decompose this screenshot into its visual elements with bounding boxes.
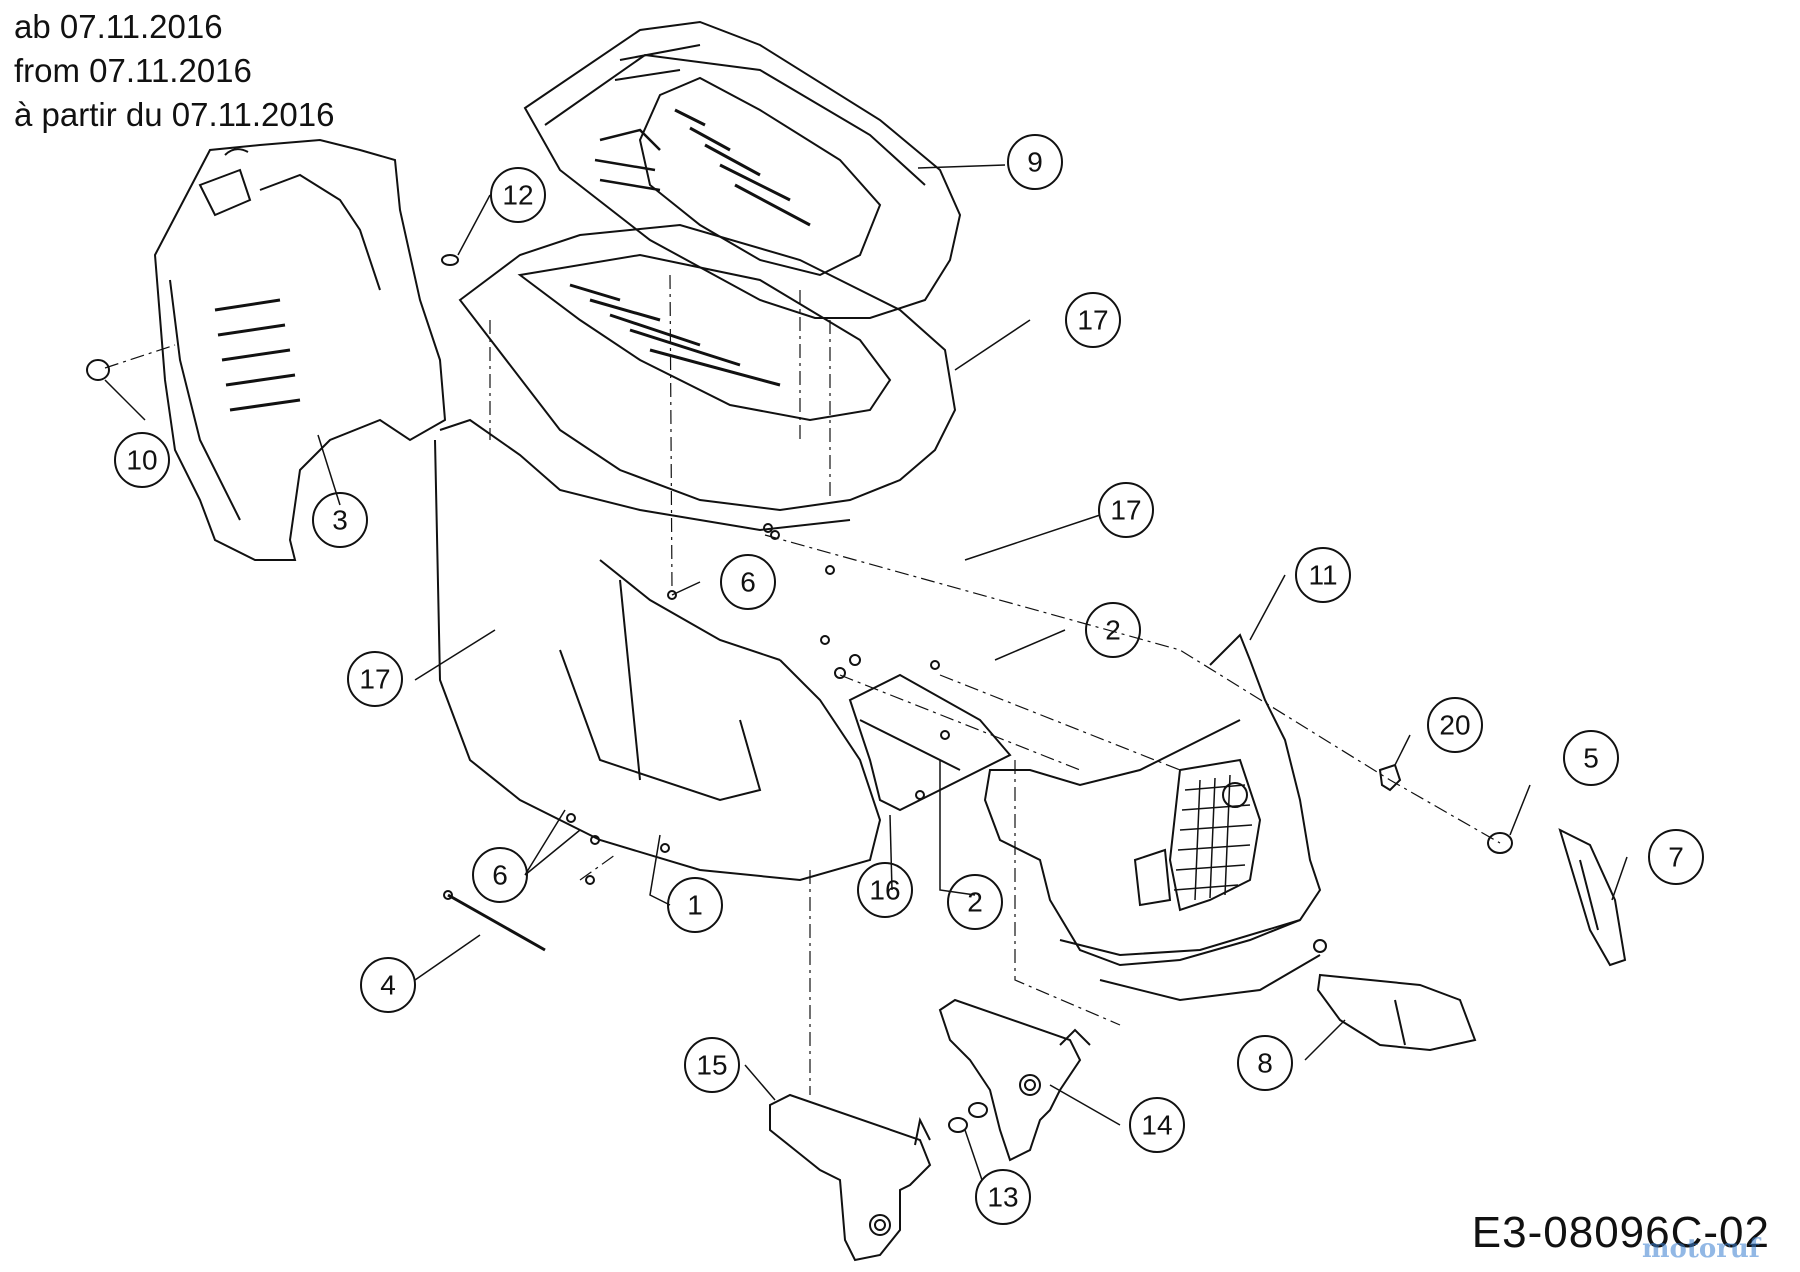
part-front-grille <box>983 633 1322 1002</box>
callout-label-5: 5 <box>1583 743 1599 774</box>
callout-label-13: 13 <box>987 1182 1018 1213</box>
date-line-en: from 07.11.2016 <box>14 52 252 89</box>
callout-label-17-left: 17 <box>359 664 390 695</box>
part-side-light <box>1558 828 1627 967</box>
callout-10 <box>114 432 170 488</box>
part-plug-10 <box>86 359 110 381</box>
callout-12 <box>490 167 546 223</box>
part-dash-panel <box>153 138 447 561</box>
callout-7 <box>1648 829 1704 885</box>
callout-1 <box>667 877 723 933</box>
callout-label-9: 9 <box>1027 147 1043 178</box>
callout-9 <box>1007 134 1063 190</box>
callout-label-2-lower: 2 <box>967 887 983 918</box>
part-cable-tie <box>443 890 546 952</box>
drawing-number: E3-08096C-02 <box>1471 1208 1770 1257</box>
callout-2-lower <box>947 874 1003 930</box>
callout-label-4: 4 <box>380 970 396 1001</box>
part-washer-12 <box>441 254 459 266</box>
part-bracket-14 <box>938 998 1091 1162</box>
fasteners <box>566 523 1327 953</box>
callout-17-right <box>1098 482 1154 538</box>
callout-2-upper <box>1085 602 1141 658</box>
date-line-fr: à partir du 07.11.2016 <box>14 96 335 133</box>
callout-label-7: 7 <box>1668 842 1684 873</box>
callout-label-17-top: 17 <box>1077 305 1108 336</box>
callout-label-10: 10 <box>126 445 157 476</box>
callout-label-15: 15 <box>696 1050 727 1081</box>
callout-14 <box>1129 1097 1185 1153</box>
part-headlight-lens <box>1316 973 1477 1052</box>
callout-17-top <box>1065 292 1121 348</box>
part-nut-13 <box>948 1102 988 1133</box>
callout-8 <box>1237 1035 1293 1091</box>
part-clip-20 <box>1378 763 1402 792</box>
callout-5 <box>1563 730 1619 786</box>
callout-label-17-right: 17 <box>1110 495 1141 526</box>
callout-17-left <box>347 651 403 707</box>
date-line-de: ab 07.11.2016 <box>14 8 223 45</box>
callout-11 <box>1295 547 1351 603</box>
callout-label-6-lower: 6 <box>492 860 508 891</box>
callout-label-6-upper: 6 <box>740 567 756 598</box>
callout-label-14: 14 <box>1141 1110 1172 1141</box>
callout-label-11: 11 <box>1308 560 1337 591</box>
callout-20 <box>1427 697 1483 753</box>
callout-13 <box>975 1169 1031 1225</box>
part-support-bracket-16 <box>848 673 1012 812</box>
assembly-lines <box>104 274 1501 1095</box>
callout-3 <box>312 492 368 548</box>
callout-label-1: 1 <box>687 890 703 921</box>
callout-4 <box>360 957 416 1013</box>
callout-label-8: 8 <box>1257 1048 1273 1079</box>
callout-label-12: 12 <box>502 180 533 211</box>
watermark-logo: motoruf <box>1642 1234 1760 1264</box>
part-bracket-15 <box>769 1093 932 1262</box>
callout-6-upper <box>720 554 776 610</box>
callout-balloons: 9 12 17 10 3 17 6 11 2 17 20 5 7 <box>114 134 1704 1225</box>
callout-label-20: 20 <box>1439 710 1470 741</box>
callout-label-2-upper: 2 <box>1105 615 1121 646</box>
callout-15 <box>684 1037 740 1093</box>
part-fastener-5 <box>1487 832 1513 854</box>
callout-16 <box>857 862 913 918</box>
leader-lines <box>104 164 1628 1181</box>
callout-label-3: 3 <box>332 505 348 536</box>
callout-label-16: 16 <box>869 875 900 906</box>
callout-6-lower <box>472 847 528 903</box>
part-hood-top-cover <box>523 20 962 319</box>
part-hood-main <box>434 223 957 882</box>
